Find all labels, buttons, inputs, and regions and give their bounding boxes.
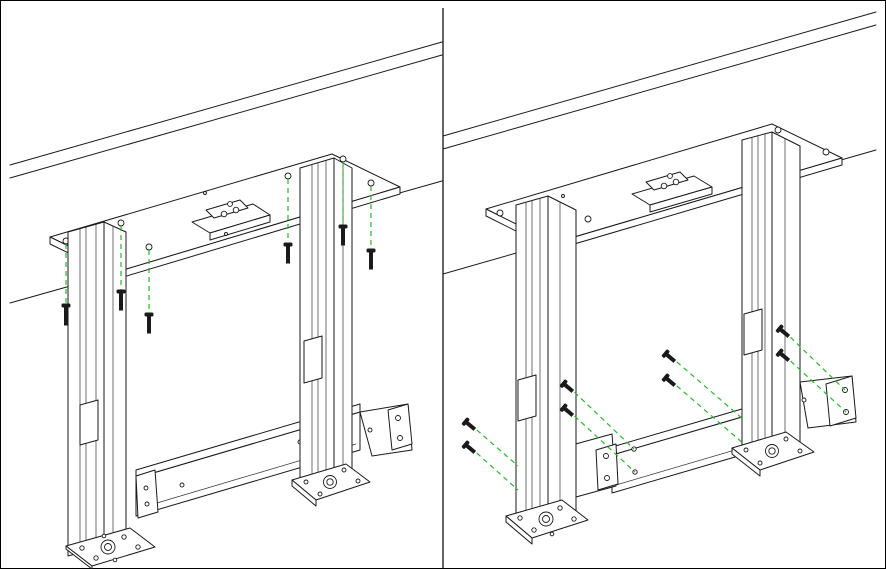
right-column (731, 131, 815, 477)
plate-hole (339, 155, 347, 163)
screw (461, 417, 477, 431)
screw (559, 379, 575, 393)
right-panel (442, 11, 877, 545)
screw (366, 248, 376, 270)
plate-hole (284, 172, 292, 180)
screw (775, 348, 791, 362)
right-foot (731, 431, 815, 477)
center-bracket (631, 171, 713, 213)
screw (461, 440, 477, 454)
left-foot (65, 527, 156, 569)
right-column (291, 157, 371, 507)
screw-guide-lines (469, 330, 847, 491)
screw (283, 242, 293, 264)
left-panel (9, 41, 443, 569)
plate-hole (117, 219, 125, 227)
screw (116, 289, 126, 311)
plate-hole (145, 243, 153, 251)
screw (61, 303, 71, 326)
cross-beam (135, 403, 413, 519)
right-foot (291, 463, 371, 507)
screw (338, 224, 348, 246)
screw (144, 312, 154, 334)
screw (661, 373, 677, 387)
screws (61, 224, 376, 334)
left-foot (505, 499, 589, 545)
left-column (505, 195, 589, 545)
screw (661, 349, 677, 363)
screw-guide-lines (65, 162, 372, 312)
screw (559, 403, 575, 417)
screw (775, 324, 791, 338)
center-bracket (191, 199, 271, 241)
plate-hole (367, 179, 375, 187)
screws (461, 324, 791, 454)
